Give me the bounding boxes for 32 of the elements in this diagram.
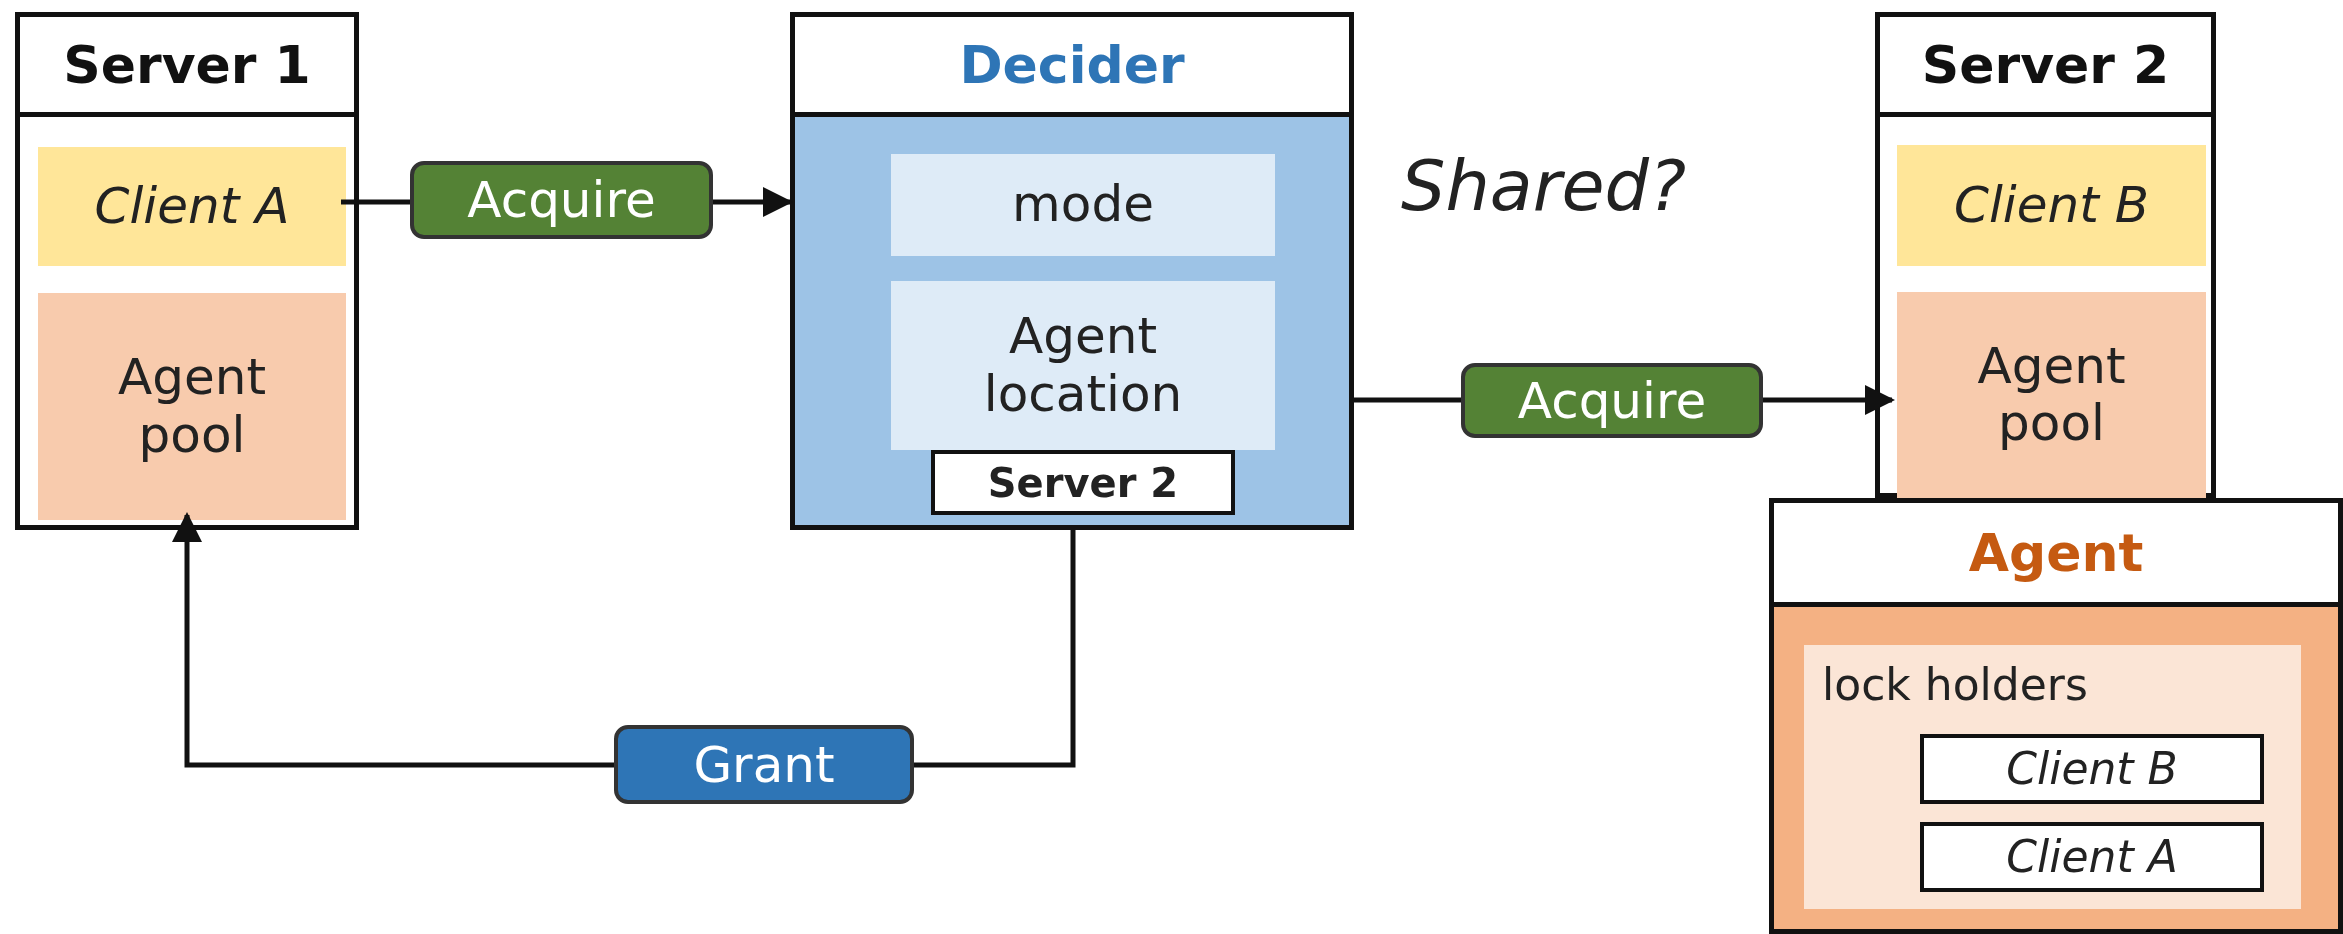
box-heading: Server 1 bbox=[63, 34, 311, 95]
block-box bbox=[38, 293, 346, 520]
box-heading: Agent bbox=[1968, 522, 2144, 583]
tag-box bbox=[1920, 734, 2264, 804]
block-box bbox=[891, 281, 1275, 450]
box-label: Client A bbox=[2006, 831, 2178, 883]
edge-label: Grant bbox=[614, 725, 914, 804]
box-heading: Server 2 bbox=[1921, 34, 2170, 95]
box-label: Agent pool bbox=[1976, 337, 2127, 453]
tag-box bbox=[931, 450, 1235, 515]
box-label: Agent pool bbox=[117, 349, 267, 464]
edge-label: Acquire bbox=[1461, 363, 1763, 438]
server-box bbox=[790, 12, 1354, 530]
box-label: Client B bbox=[2006, 743, 2178, 795]
panel-label: lock holders bbox=[1822, 659, 2088, 710]
server-box bbox=[1769, 498, 2343, 934]
edge-label: Acquire bbox=[410, 161, 713, 239]
box-label: Agent location bbox=[982, 308, 1184, 423]
box-heading: Decider bbox=[959, 34, 1185, 95]
annotation-text: Shared? bbox=[1401, 145, 1687, 227]
block-box bbox=[1897, 145, 2206, 266]
block-box bbox=[891, 154, 1275, 256]
block-box bbox=[38, 147, 346, 266]
box-label: mode bbox=[1012, 176, 1154, 234]
block-box bbox=[1897, 292, 2206, 498]
box-label: Client A bbox=[94, 177, 290, 236]
server-box bbox=[15, 12, 359, 530]
server-box bbox=[1875, 12, 2216, 498]
box-label: Server 2 bbox=[987, 459, 1179, 506]
panel-box bbox=[1804, 645, 2301, 909]
tag-box bbox=[1920, 822, 2264, 892]
box-label: Client B bbox=[1954, 176, 2149, 235]
